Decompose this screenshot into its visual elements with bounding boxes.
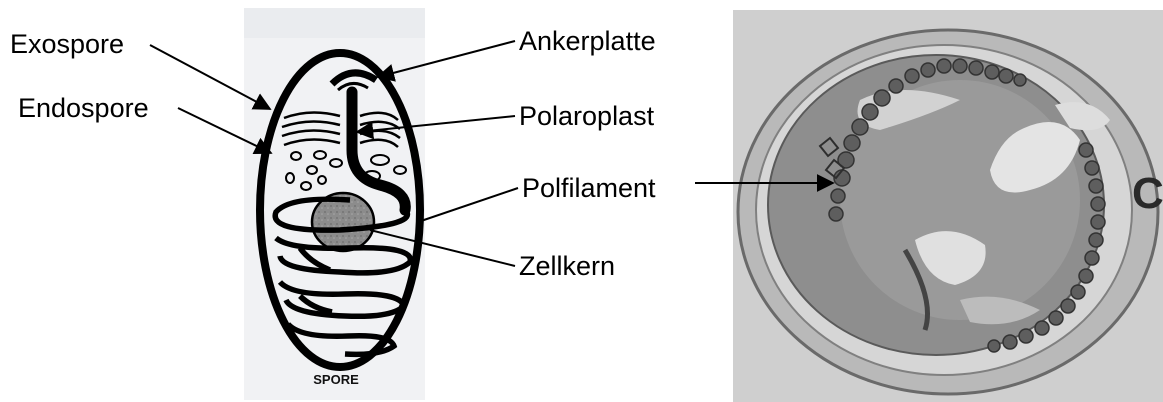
label-ankerplatte: Ankerplatte: [519, 26, 656, 56]
panel-letter: C: [1132, 169, 1163, 218]
leader-polfilament: [418, 188, 518, 222]
spore-schematic: SPORE: [244, 8, 425, 400]
label-polfilament: Polfilament: [522, 173, 656, 203]
label-endospore: Endospore: [18, 93, 149, 123]
electron-micrograph: C: [733, 10, 1163, 402]
label-exospore: Exospore: [10, 29, 124, 59]
label-zellkern: Zellkern: [519, 251, 615, 281]
label-polaroplast: Polaroplast: [519, 101, 655, 131]
spore-caption: SPORE: [313, 372, 359, 387]
